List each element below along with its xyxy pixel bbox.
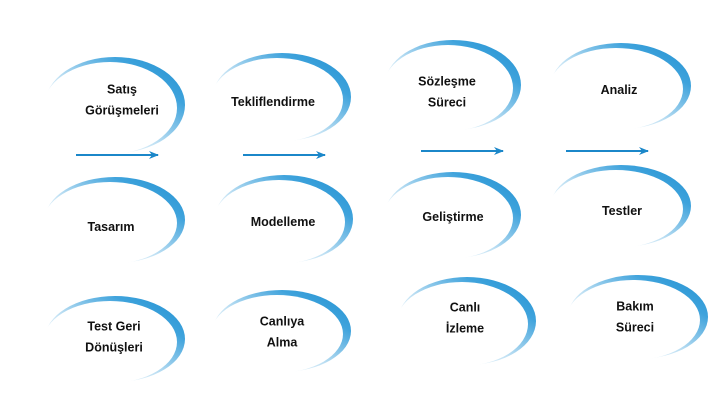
process-step-node: Analiz — [549, 43, 691, 130]
node-ellipse-fill — [396, 282, 528, 366]
node-label: Süreci — [616, 321, 654, 335]
node-label: Analiz — [601, 83, 638, 97]
node-label: İzleme — [446, 321, 484, 336]
node-label: Tasarım — [87, 220, 134, 234]
node-ellipse-fill — [211, 58, 343, 142]
node-label: Alma — [267, 336, 299, 350]
node-ellipse-fill — [43, 62, 177, 154]
node-label: Tekliflendirme — [231, 95, 315, 109]
node-label: Bakım — [616, 300, 654, 314]
node-label: Görüşmeleri — [85, 104, 159, 118]
node-ellipse-fill — [383, 45, 513, 131]
node-label: Sözleşme — [418, 75, 476, 89]
node-label: Süreci — [428, 96, 466, 110]
process-step-node: Tasarım — [43, 177, 185, 264]
process-step-node: Tekliflendirme — [211, 53, 351, 142]
node-label: Modelleme — [251, 215, 316, 229]
node-ellipse-fill — [566, 280, 700, 360]
node-label: Testler — [602, 204, 642, 218]
node-label: Geliştirme — [422, 210, 483, 224]
process-step-node: Testler — [549, 165, 691, 248]
process-step-node: Geliştirme — [383, 172, 521, 259]
node-ellipse-fill — [43, 301, 177, 383]
node-label: Canlıya — [260, 315, 306, 329]
node-ellipse-fill — [383, 177, 513, 259]
node-label: Dönüşleri — [85, 341, 143, 355]
node-label: Satış — [107, 83, 137, 97]
node-ellipse-fill — [549, 170, 683, 248]
node-ellipse-fill — [211, 295, 343, 373]
node-ellipse-fill — [549, 48, 683, 130]
node-ellipse-fill — [43, 182, 177, 264]
node-ellipse-fill — [213, 180, 345, 264]
node-label: Canlı — [450, 301, 481, 315]
process-step-node: Modelleme — [213, 175, 353, 264]
node-label: Test Geri — [87, 320, 140, 334]
